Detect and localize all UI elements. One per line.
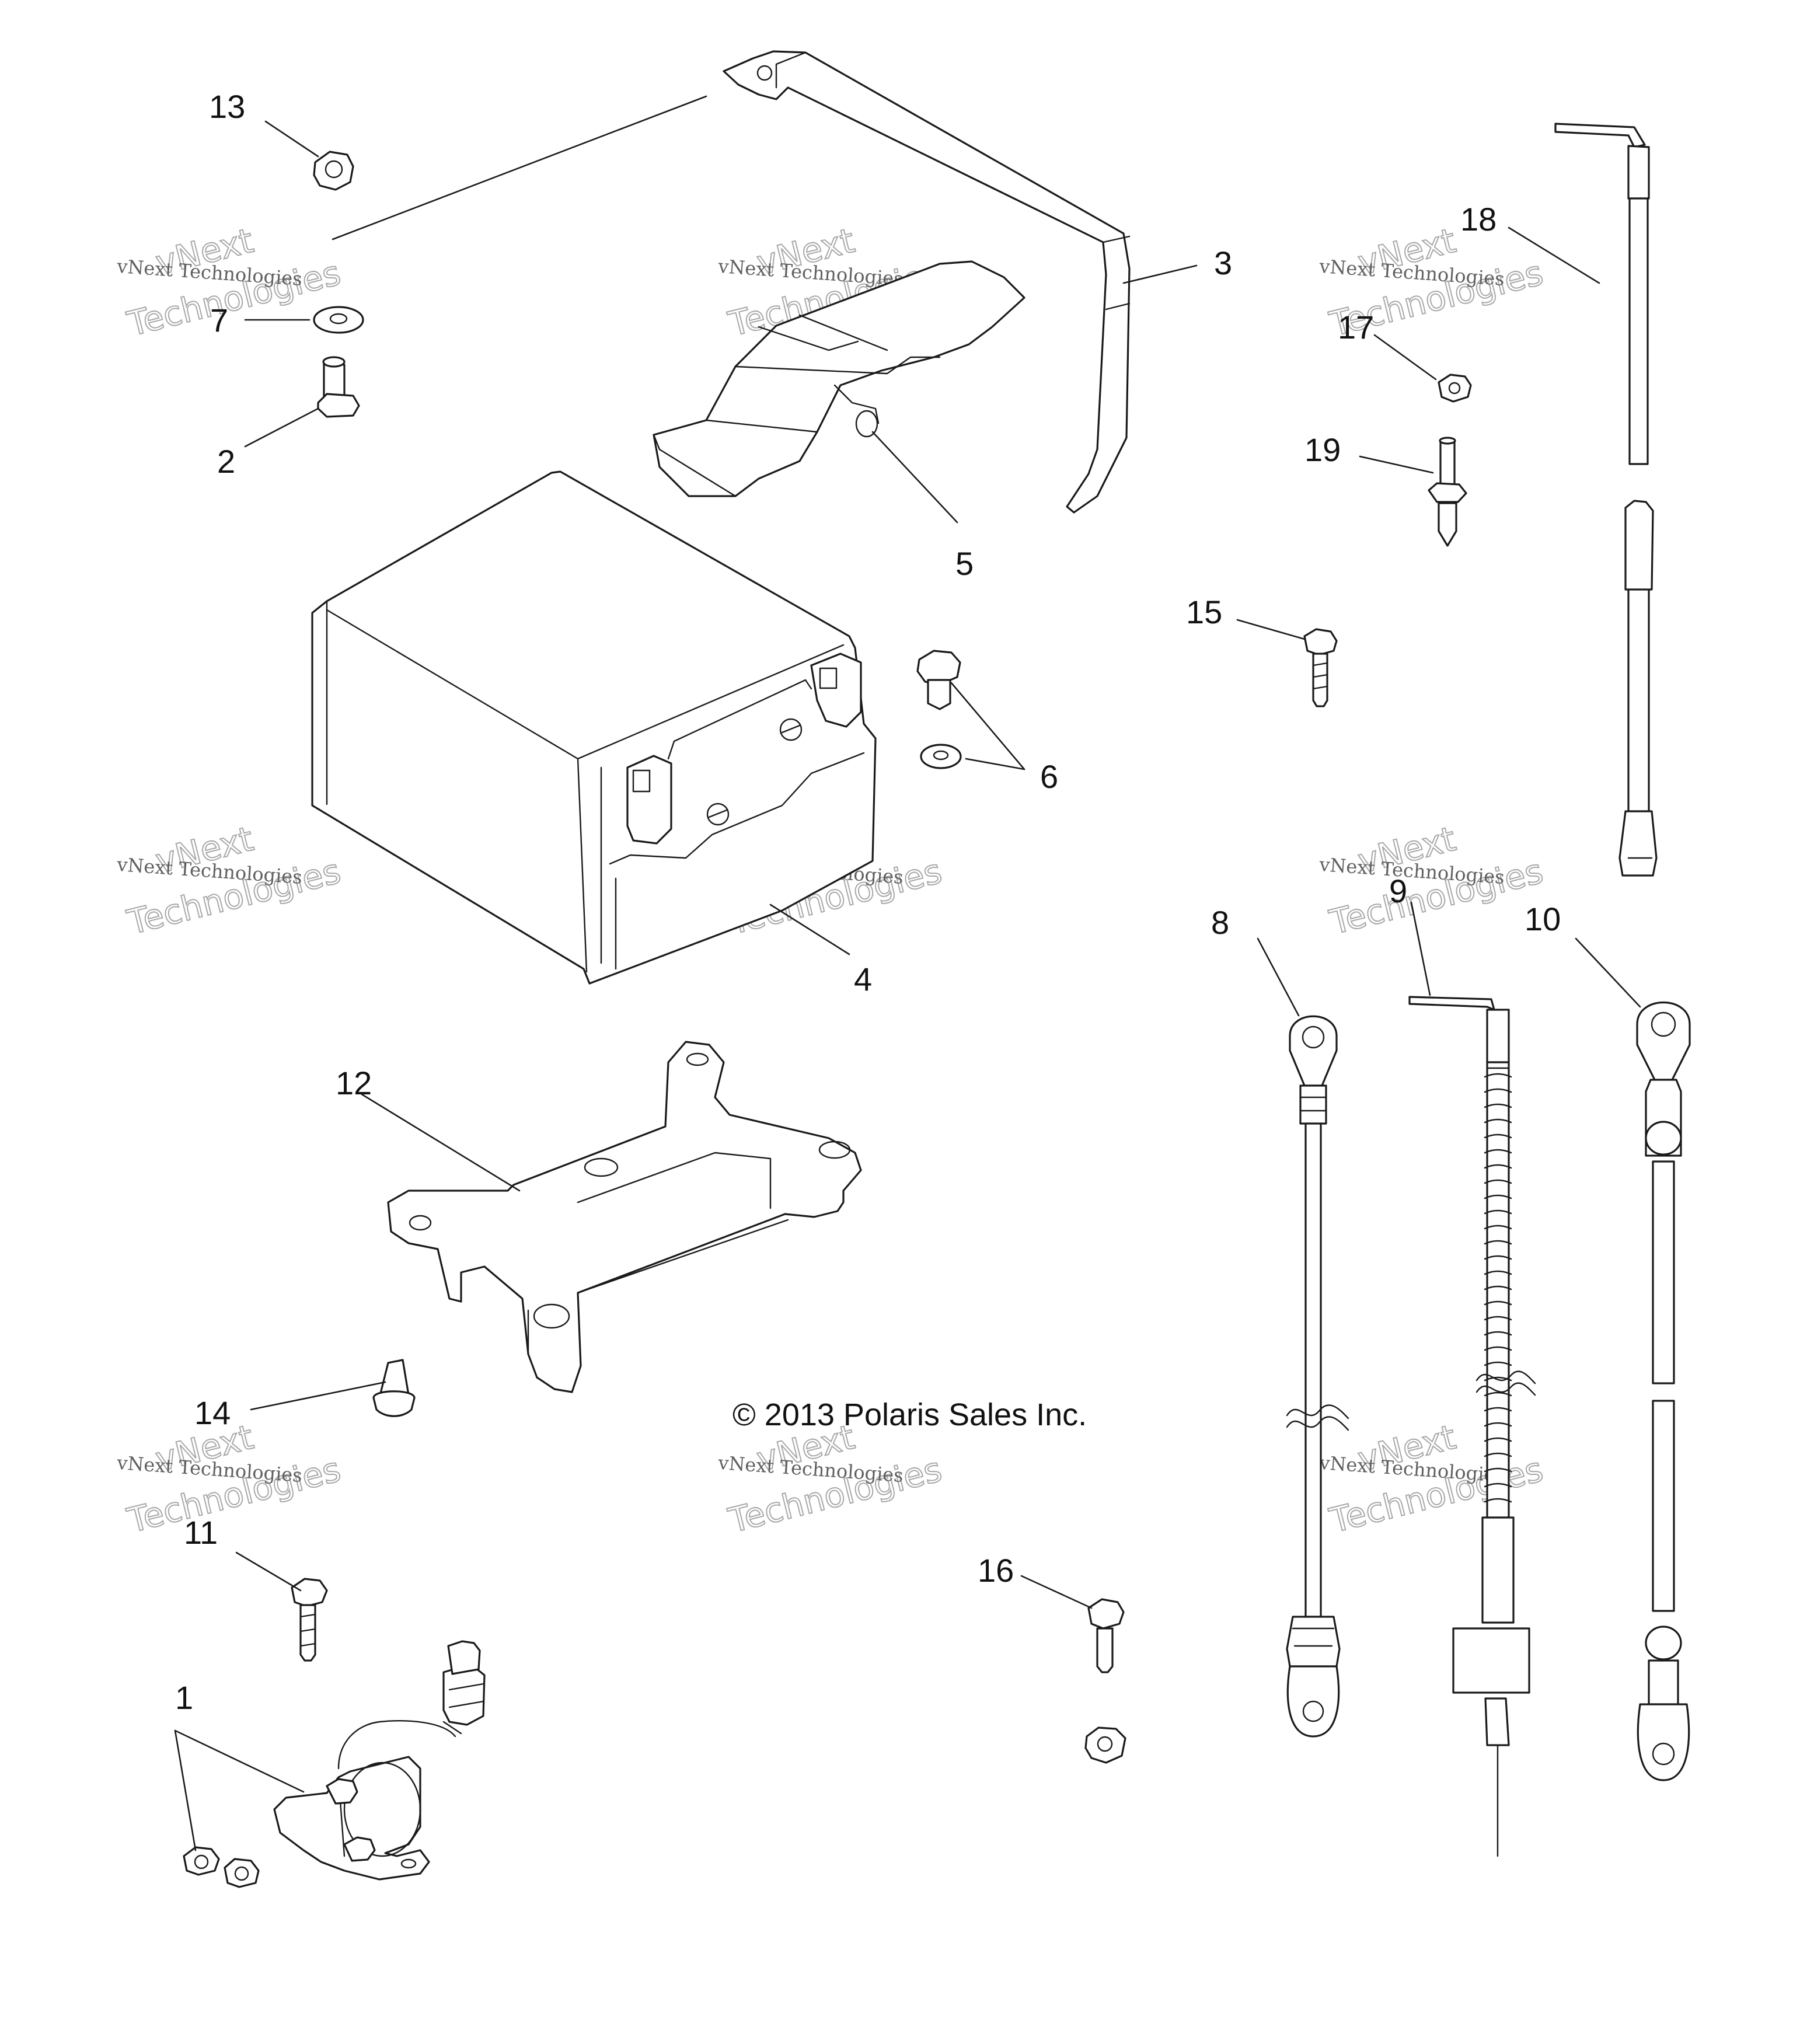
- part-8-cable: [1286, 1015, 1349, 1738]
- callout-6: 6: [1040, 758, 1058, 795]
- leader-lines: [174, 95, 1641, 1851]
- callout-2: 2: [217, 443, 235, 480]
- loom-rib: [1484, 1346, 1512, 1351]
- callout-13: 13: [209, 88, 245, 125]
- callout-3: 3: [1214, 245, 1232, 281]
- part-3-battery-strap: [723, 50, 1131, 514]
- loom-rib: [1484, 1391, 1512, 1397]
- callout-8: 8: [1211, 904, 1229, 941]
- callout-17: 17: [1338, 309, 1374, 346]
- callout-19: 19: [1304, 431, 1341, 468]
- loom-rib: [1484, 1452, 1512, 1457]
- callout-15: 15: [1186, 594, 1222, 630]
- loom-rib: [1484, 1209, 1512, 1215]
- loom-rib: [1484, 1437, 1512, 1442]
- loom-rib: [1484, 1300, 1512, 1306]
- loom-rib: [1484, 1255, 1512, 1260]
- loom-rib: [1484, 1498, 1512, 1503]
- copyright-notice: © 2013 Polaris Sales Inc.: [732, 1397, 1087, 1432]
- loom-rib: [1484, 1270, 1512, 1275]
- part-19-stud: [1428, 437, 1467, 547]
- part-2-bolt: [317, 356, 360, 418]
- callout-12: 12: [336, 1065, 372, 1101]
- part-16-screw-and-nut: [1084, 1598, 1126, 1764]
- callout-labels: 1 2 3 4 5 6 7 8 9 10 11 12 13 14 15 16 1…: [175, 88, 1561, 1716]
- part-7-washer: [313, 306, 364, 334]
- callout-18: 18: [1460, 201, 1497, 238]
- callout-9: 9: [1389, 873, 1407, 909]
- loom-rib: [1484, 1467, 1512, 1473]
- loom-rib: [1484, 1103, 1512, 1108]
- loom-rib: [1484, 1422, 1512, 1427]
- part-13-flange-nut: [313, 151, 354, 191]
- part-11-screw: [291, 1578, 328, 1662]
- loom-rib: [1484, 1118, 1512, 1124]
- loom-rib: [1484, 1285, 1512, 1290]
- callout-7: 7: [210, 302, 228, 339]
- callout-5: 5: [955, 545, 974, 582]
- loom-rib: [1484, 1073, 1512, 1078]
- loom-rib: [1484, 1149, 1512, 1154]
- part-9-sensor-lead: [1408, 996, 1536, 1857]
- callout-10: 10: [1525, 901, 1561, 937]
- loom-rib: [1484, 1240, 1512, 1245]
- part-10-cable: [1636, 1001, 1691, 1781]
- loom-rib: [1484, 1376, 1512, 1382]
- loom-rib: [1484, 1088, 1512, 1093]
- loom-rib: [1484, 1361, 1512, 1366]
- callout-4: 4: [854, 961, 872, 997]
- loom-rib: [1484, 1331, 1512, 1336]
- loom-rib: [1484, 1316, 1512, 1321]
- part-1-solenoid: [183, 1640, 486, 1888]
- part-15-screw: [1303, 628, 1338, 707]
- part-5-battery-pad: [653, 260, 1025, 497]
- callout-1: 1: [175, 1679, 193, 1716]
- callout-11: 11: [184, 1514, 218, 1551]
- part-4-battery: [311, 470, 877, 985]
- part-14-push-rivet: [372, 1359, 416, 1417]
- loom-rib: [1484, 1483, 1512, 1488]
- loom-rib: [1484, 1407, 1512, 1412]
- part-17-nut: [1438, 374, 1472, 403]
- part-12-tray-bracket: [387, 1041, 862, 1393]
- callout-16: 16: [978, 1552, 1014, 1589]
- part-6-bolt-and-washer: [916, 650, 962, 769]
- loom-rib: [1484, 1225, 1512, 1230]
- loom-rib: [1484, 1194, 1512, 1199]
- loom-rib: [1484, 1164, 1512, 1169]
- loom-rib: [1484, 1133, 1512, 1139]
- part-18-cable: [1554, 123, 1658, 877]
- callout-14: 14: [194, 1394, 231, 1431]
- loom-rib: [1484, 1179, 1512, 1184]
